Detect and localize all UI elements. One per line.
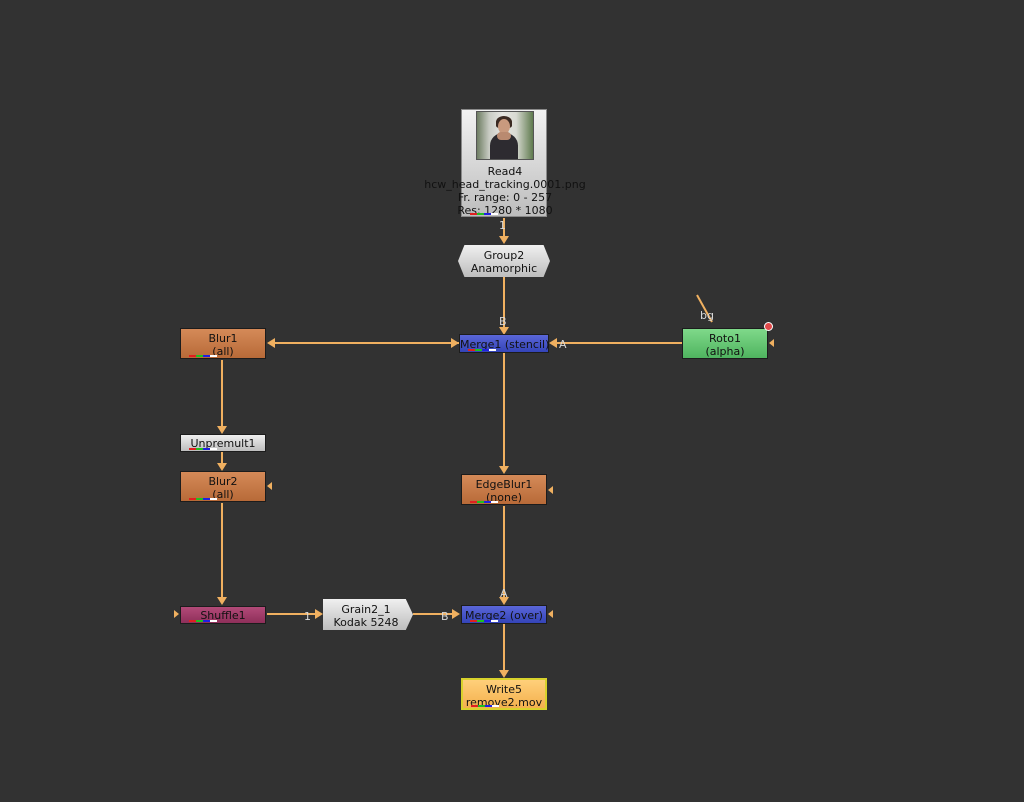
channel-indicator: [465, 705, 505, 707]
node-read4-resolution: Res: 1280 * 1080: [457, 204, 553, 217]
node-grain2-1[interactable]: Grain2_1 Kodak 5248: [323, 599, 413, 630]
channel-indicator: [462, 349, 502, 351]
node-write5-subtitle: remove2.mov: [465, 696, 543, 709]
node-merge2-name: Merge2 (over): [465, 609, 543, 622]
node-group2[interactable]: Group2 Anamorphic: [458, 245, 550, 277]
roto1-bg-input-label: bg: [700, 309, 714, 322]
wire-roto1-bg[interactable]: [696, 294, 713, 323]
channel-indicator: [183, 498, 223, 500]
roto1-mask-input-arrow[interactable]: [769, 339, 774, 347]
merge1-input-a-label: A: [559, 338, 567, 351]
blur2-mask-input-arrow[interactable]: [267, 482, 272, 490]
merge2-input-b-label: B: [441, 610, 449, 623]
node-edgeblur1-name: EdgeBlur1: [475, 478, 533, 491]
node-grain2-1-subtitle: Kodak 5248: [333, 616, 399, 629]
read4-output-label: 1: [499, 219, 506, 232]
node-blur2-name: Blur2: [208, 475, 238, 488]
node-shuffle1[interactable]: Shuffle1: [180, 606, 266, 624]
node-blur1-name: Blur1: [208, 332, 238, 345]
channel-indicator: [464, 501, 504, 503]
node-unpremult1-name: Unpremult1: [190, 437, 256, 450]
channel-indicator: [464, 620, 504, 622]
node-shuffle1-name: Shuffle1: [200, 609, 246, 622]
node-group2-name: Group2: [483, 249, 525, 262]
node-read4-frame-range: Fr. range: 0 - 257: [457, 191, 553, 204]
merge2-mask-input-arrow[interactable]: [548, 610, 553, 618]
roto1-indicator-dot: [764, 322, 773, 331]
node-blur1-subtitle: (all): [212, 345, 234, 358]
node-grain2-1-name: Grain2_1: [341, 603, 391, 616]
node-edgeblur1-subtitle: (none): [485, 491, 523, 504]
merge1-input-b-label: B: [499, 315, 507, 328]
merge2-input-a-label: A: [500, 587, 508, 600]
node-group2-subtitle: Anamorphic: [470, 262, 538, 275]
grain-input-label: 1: [304, 610, 311, 623]
channel-indicator: [183, 448, 223, 450]
node-roto1-subtitle: (alpha): [705, 345, 745, 358]
wire-arrowheads: [217, 236, 557, 678]
node-roto1-name: Roto1: [709, 332, 741, 345]
edgeblur1-mask-input-arrow[interactable]: [548, 486, 553, 494]
node-merge1[interactable]: Merge1 (stencil): [459, 334, 549, 353]
shuffle1-side-input-arrow[interactable]: [174, 610, 179, 618]
node-write5[interactable]: Write5 remove2.mov: [461, 678, 547, 710]
node-roto1[interactable]: Roto1 (alpha): [682, 328, 768, 359]
node-merge2[interactable]: Merge2 (over): [461, 605, 547, 624]
node-write5-name: Write5: [485, 683, 523, 696]
node-edgeblur1[interactable]: EdgeBlur1 (none): [461, 474, 547, 505]
node-blur2[interactable]: Blur2 (all): [180, 471, 266, 502]
node-unpremult1[interactable]: Unpremult1: [180, 434, 266, 452]
node-blur2-subtitle: (all): [212, 488, 234, 501]
read4-thumbnail: [476, 111, 534, 160]
node-blur1[interactable]: Blur1 (all): [180, 328, 266, 359]
node-merge1-name: Merge1 (stencil): [460, 338, 550, 351]
channel-indicator: [464, 213, 504, 215]
node-read4-file: hcw_head_tracking.0001.png: [424, 178, 586, 191]
channel-indicator: [183, 355, 223, 357]
node-read4-name: Read4: [487, 165, 523, 178]
channel-indicator: [183, 620, 223, 622]
node-read4[interactable]: Read4 hcw_head_tracking.0001.png Fr. ran…: [424, 109, 586, 217]
